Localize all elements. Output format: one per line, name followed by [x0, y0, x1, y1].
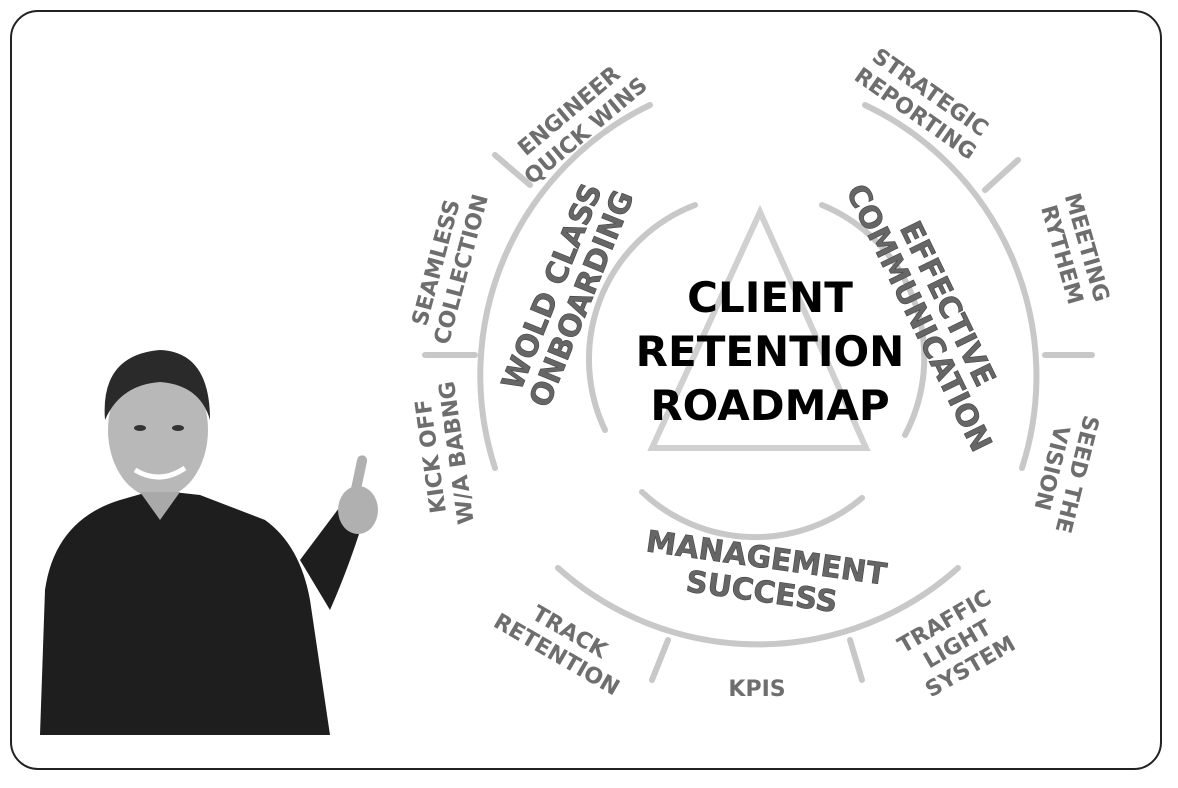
- outer-arc-right: [862, 102, 1040, 471]
- item-kpis: KPIS: [728, 677, 785, 702]
- arc-dividers: [422, 152, 1095, 683]
- image-frame: [10, 10, 1162, 770]
- presenter-photo: [40, 350, 378, 735]
- item-meeting-rythem: MEETING RYTHEM: [1035, 191, 1113, 308]
- diagram-label: CLIENT: [687, 273, 853, 322]
- outer-arc-bottom: [555, 565, 961, 648]
- item-track-retention: TRACK RETENTION: [489, 601, 623, 701]
- item-seed-the-vision: SEED THE VISION: [1028, 413, 1102, 536]
- pillar-onboarding: WOLD CLASS ONBOARDING: [495, 178, 642, 412]
- inner-arc-left: [585, 202, 698, 433]
- item-seamless-collection: SEAMLESS COLLECTION: [408, 192, 494, 348]
- page-title: CLIENT RETENTION ROADMAP: [636, 273, 905, 430]
- item-strategic-reporting: STRATEGIC REPORTING: [849, 44, 992, 165]
- inner-arc-right: [819, 202, 928, 438]
- diagram-label: RETENTION: [636, 327, 905, 376]
- outer-arc-left: [477, 102, 653, 471]
- center-triangle: [647, 204, 871, 451]
- inner-arc-bottom: [639, 489, 865, 541]
- item-kick-off: KICK OFF W/A BABNG: [411, 380, 480, 526]
- pillar-management: MANAGEMENT SUCCESS: [644, 524, 890, 620]
- diagram-label: KPIS: [728, 677, 785, 702]
- item-engineer-quick-wins: ENGINEER QUICK WINS: [514, 62, 653, 190]
- diagram-label: ROADMAP: [650, 381, 889, 430]
